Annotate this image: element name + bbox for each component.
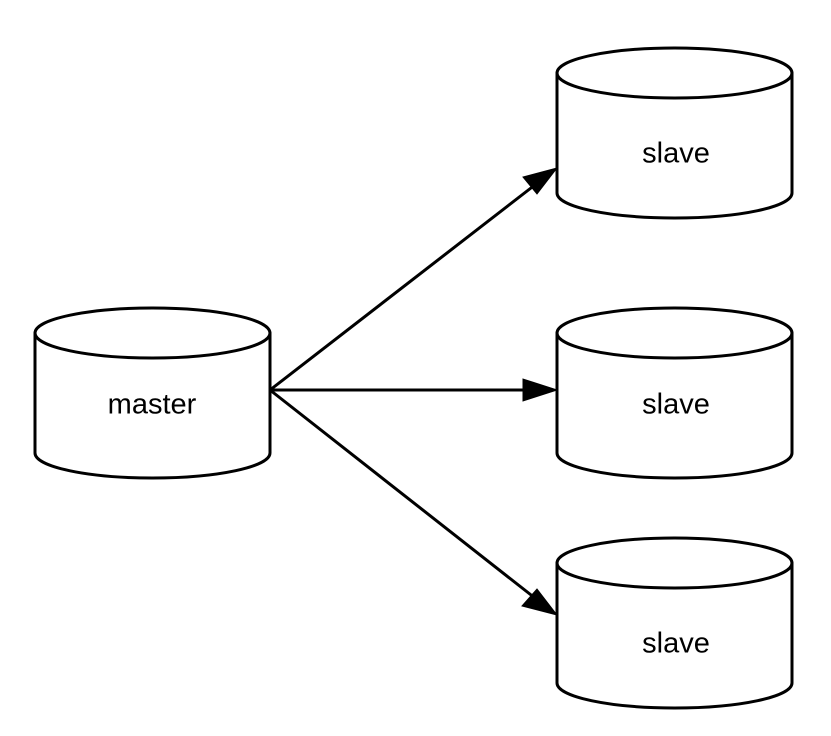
node-label-slave-2: slave	[642, 389, 710, 421]
cylinder-body-shape	[33, 331, 272, 480]
node-master[interactable]: master	[33, 306, 272, 480]
cylinder-body-shape	[555, 71, 794, 220]
cylinder-top-ellipse	[555, 46, 794, 100]
cylinder-body-shape	[555, 561, 794, 710]
cylinder-top-ellipse	[555, 306, 794, 360]
edge-master-to-slave-3[interactable]	[269, 388, 559, 616]
node-slave-1[interactable]: slave	[555, 46, 794, 220]
edge-master-to-slave-2[interactable]	[270, 378, 559, 402]
node-label-master: master	[108, 389, 197, 421]
node-slave-3[interactable]: slave	[555, 536, 794, 710]
node-label-slave-1: slave	[642, 138, 710, 170]
cylinder-top-ellipse	[33, 306, 272, 360]
cylinder-top-ellipse	[555, 536, 794, 590]
node-label-slave-3: slave	[642, 628, 710, 660]
arrowhead-icon	[522, 167, 559, 195]
arrowhead-icon	[522, 378, 559, 402]
node-slave-2[interactable]: slave	[555, 306, 794, 480]
cylinder-body-shape	[555, 331, 794, 480]
edge-line	[269, 388, 541, 604]
edge-line	[269, 179, 541, 392]
arrowhead-icon	[521, 588, 559, 616]
edge-master-to-slave-1[interactable]	[269, 167, 559, 392]
